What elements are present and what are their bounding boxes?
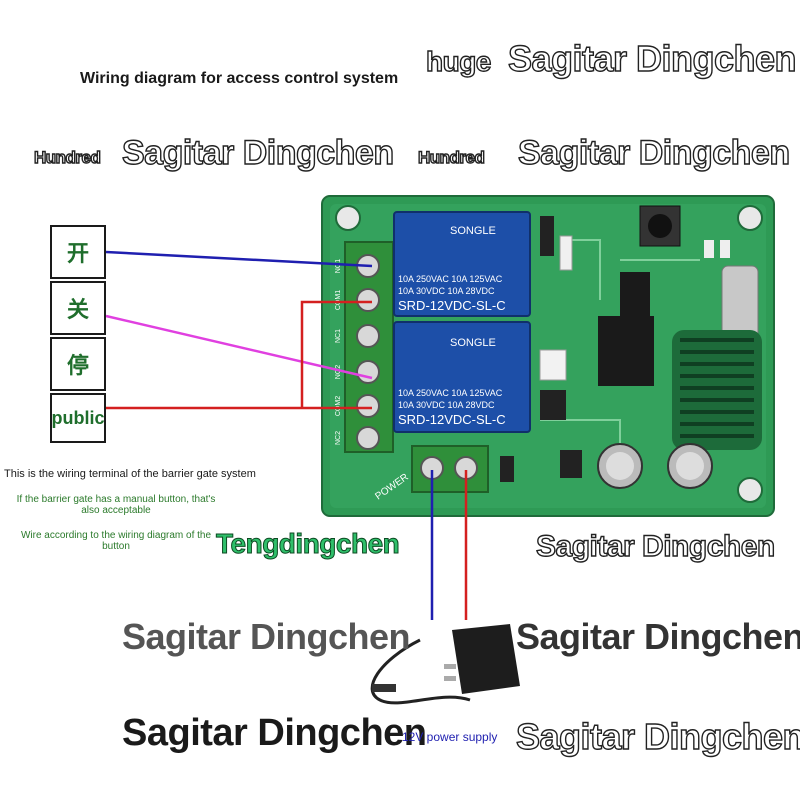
wires — [105, 250, 468, 620]
terminal-public-label: public — [51, 407, 105, 428]
power-supply-label: 12V power supply — [402, 730, 498, 744]
wire-blue-open — [105, 250, 373, 268]
terminal-open: 开 — [50, 225, 106, 279]
terminal-stop: 停 — [50, 337, 106, 391]
brand-mid-right: Sagitar Dingchen — [535, 529, 776, 563]
brand-prefix-row2-left: Hundred — [33, 147, 101, 167]
brand-lower-left: Sagitar Dingchen — [122, 616, 411, 657]
relay-board — [321, 195, 775, 517]
terminal-label-1: COM1 — [335, 290, 342, 310]
terminal-stop-label: 停 — [66, 353, 89, 378]
relay-rating-2b: 10A 30VDC 10A 28VDC — [398, 400, 495, 410]
terminal-public: public — [50, 393, 106, 443]
relay-brand-2: SONGLE — [450, 337, 496, 349]
diagram-title: Wiring diagram for access control system — [80, 70, 399, 87]
wire-red-common — [106, 300, 372, 410]
relay-rating-1b: 10A 30VDC 10A 28VDC — [398, 286, 495, 296]
terminal-label-2: NC1 — [335, 329, 342, 343]
antenna-coil — [672, 330, 762, 450]
terminal-label-3: NO2 — [335, 365, 342, 380]
brand-row2-right: Sagitar Dingchen — [517, 133, 791, 172]
brand-lower-right: Sagitar Dingchen — [516, 616, 800, 657]
terminal-label-5: NC2 — [335, 431, 342, 445]
terminal-screws — [356, 254, 478, 480]
relay-brand-1: SONGLE — [450, 225, 496, 237]
relay-rating-2a: 10A 250VAC 10A 125VAC — [398, 388, 503, 398]
brand-bottom-left: Sagitar Dingchen — [122, 712, 427, 754]
wire-magenta-close — [105, 314, 373, 380]
brand-prefix-row2-right: Hundred — [417, 147, 485, 167]
wire-note: Wire according to the wiring diagram of … — [20, 530, 212, 552]
manual-button-note: If the barrier gate has a manual button,… — [16, 494, 216, 516]
relay-model-2: SRD-12VDC-SL-C — [398, 412, 506, 427]
relay-rating-1a: 10A 250VAC 10A 125VAC — [398, 274, 503, 284]
terminal-label-4: COM2 — [335, 396, 342, 416]
brand-mid-left-green: Tengdingchen — [215, 528, 400, 560]
terminal-label-0: NO1 — [335, 259, 342, 274]
brand-top-right: Sagitar Dingchen — [507, 37, 797, 79]
terminal-open-label: 开 — [66, 241, 89, 266]
terminal-close-label: 关 — [66, 297, 89, 322]
brand-row2-left: Sagitar Dingchen — [121, 133, 395, 172]
terminal-note: This is the wiring terminal of the barri… — [4, 468, 256, 480]
relay-model-1: SRD-12VDC-SL-C — [398, 298, 506, 313]
brand-bottom-right: Sagitar Dingchen — [515, 715, 800, 757]
power-adapter-image — [370, 624, 520, 705]
brand-prefix-top-right: huge — [425, 45, 492, 77]
terminal-close: 关 — [50, 281, 106, 335]
